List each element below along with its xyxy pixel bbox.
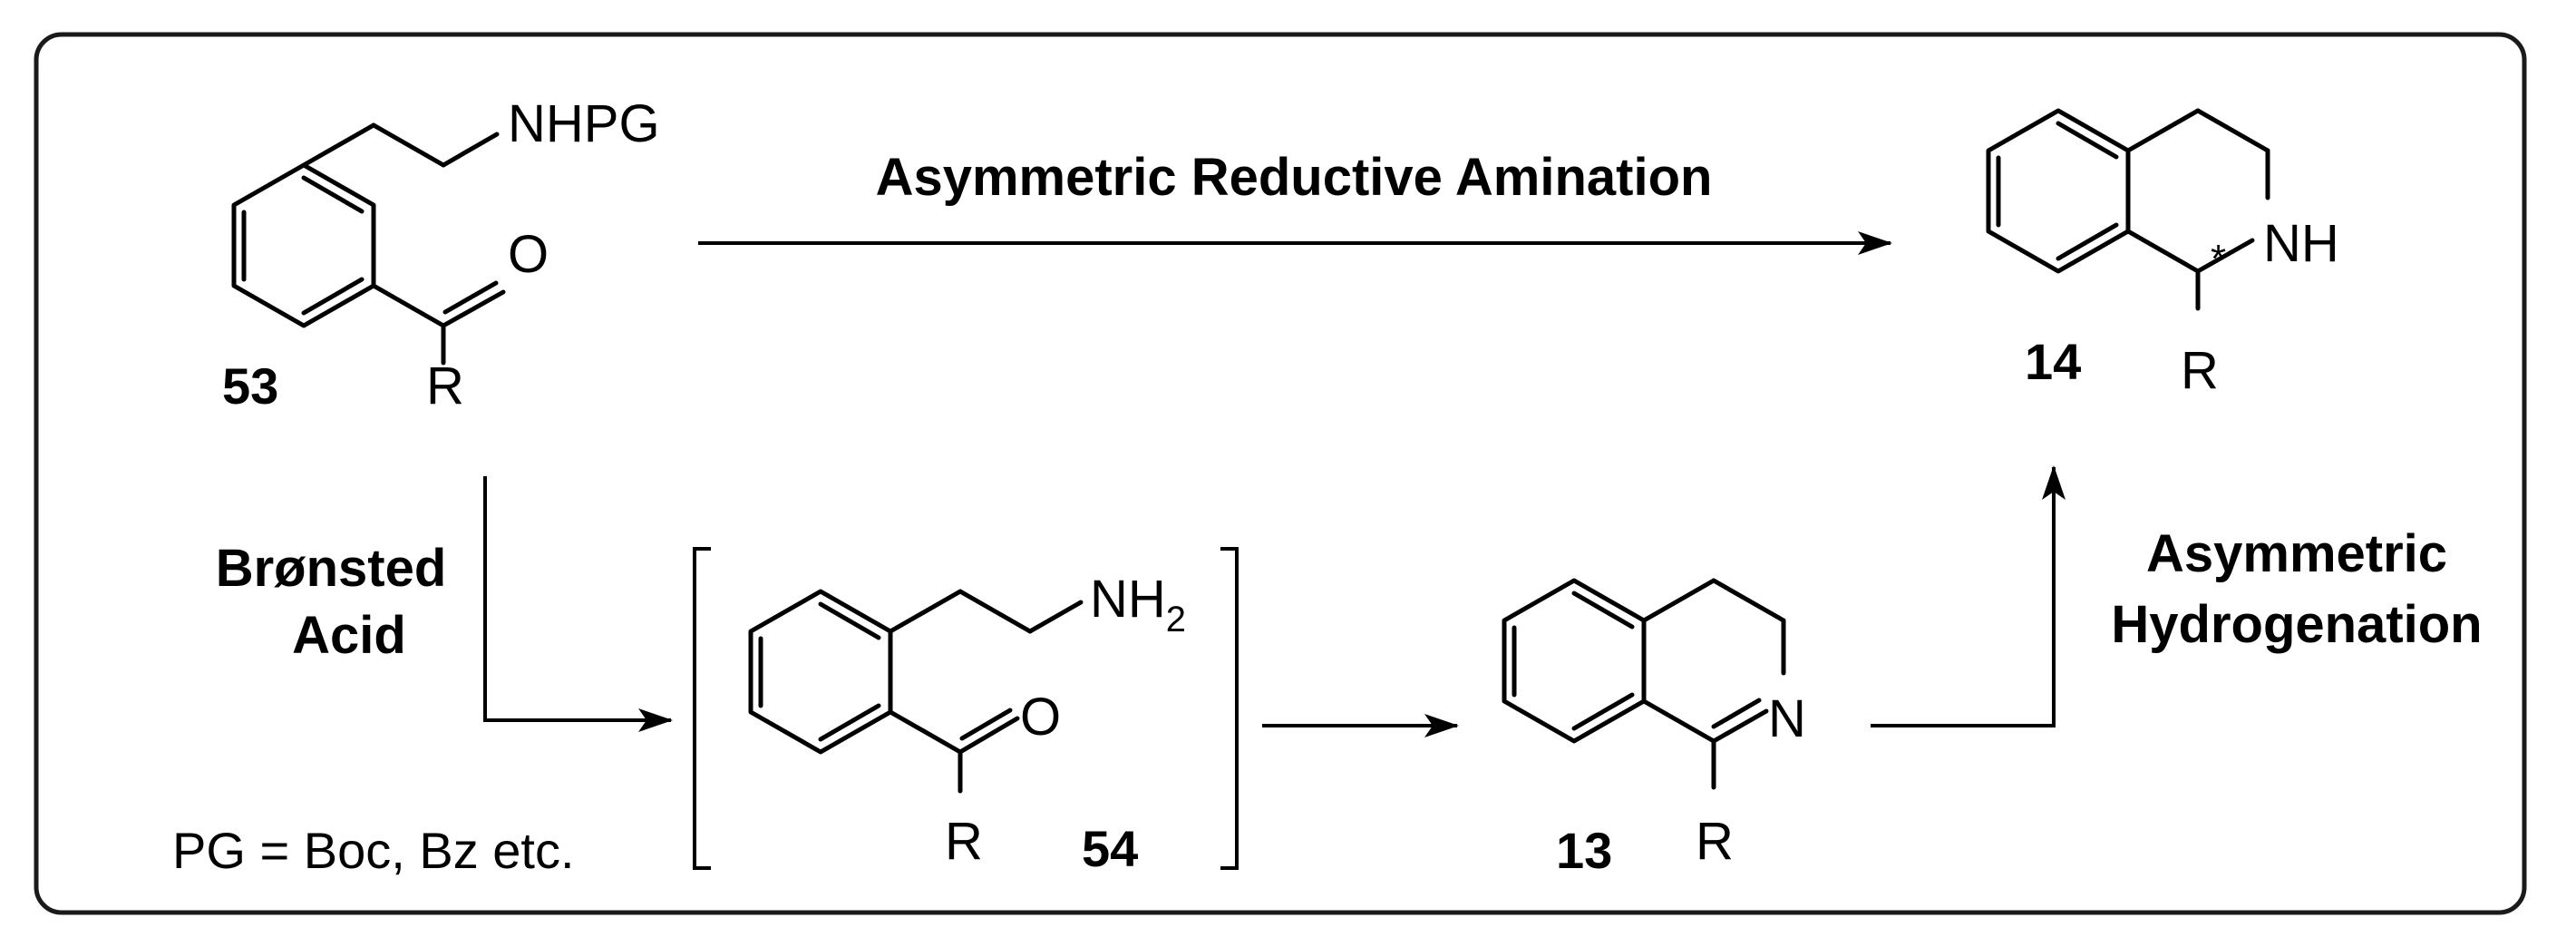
compound-54-structure — [748, 589, 1084, 794]
bronsted-acid-label-line2: Acid — [292, 606, 406, 665]
compound-14-amine-label: NH — [2263, 214, 2339, 273]
stereocenter-asterisk: * — [2211, 237, 2226, 281]
compound-13-number: 13 — [1556, 822, 1612, 879]
hydrogenation-label-line2: Hydrogenation — [2111, 595, 2482, 654]
reductive-amination-label: Asymmetric Reductive Amination — [876, 148, 1713, 207]
compound-14-r-label: R — [2181, 341, 2219, 400]
compound-13-r-label: R — [1696, 812, 1734, 871]
hydrogenation-label-line1: Asymmetric — [2146, 524, 2447, 583]
compound-54-carbonyl-label: O — [1020, 688, 1061, 747]
compound-53-amine-label: NHPG — [508, 94, 660, 153]
right-bracket — [1220, 547, 1239, 870]
hydrogenation-arrow — [1871, 465, 2066, 727]
compound-53-carbonyl-label: O — [508, 225, 549, 284]
bronsted-acid-label-line1: Brønsted — [216, 539, 447, 598]
compound-13-structure — [1502, 578, 1786, 790]
compound-54-amine-label: NH2 — [1090, 570, 1186, 639]
compound-53-structure — [231, 122, 506, 366]
left-bracket — [693, 547, 711, 870]
protecting-group-footnote: PG = Boc, Bz etc. — [172, 822, 575, 879]
compound-54-number: 54 — [1082, 820, 1138, 877]
compound-14-structure — [1986, 108, 2270, 311]
compound-53-number: 53 — [222, 357, 278, 415]
compound-54-r-label: R — [945, 812, 983, 871]
scheme-frame — [34, 32, 2527, 915]
compound-14-number: 14 — [2025, 333, 2081, 390]
compound-13-nitrogen-label: N — [1768, 689, 1806, 748]
bronsted-acid-arrow — [483, 476, 673, 732]
compound-53-r-label: R — [426, 356, 464, 415]
